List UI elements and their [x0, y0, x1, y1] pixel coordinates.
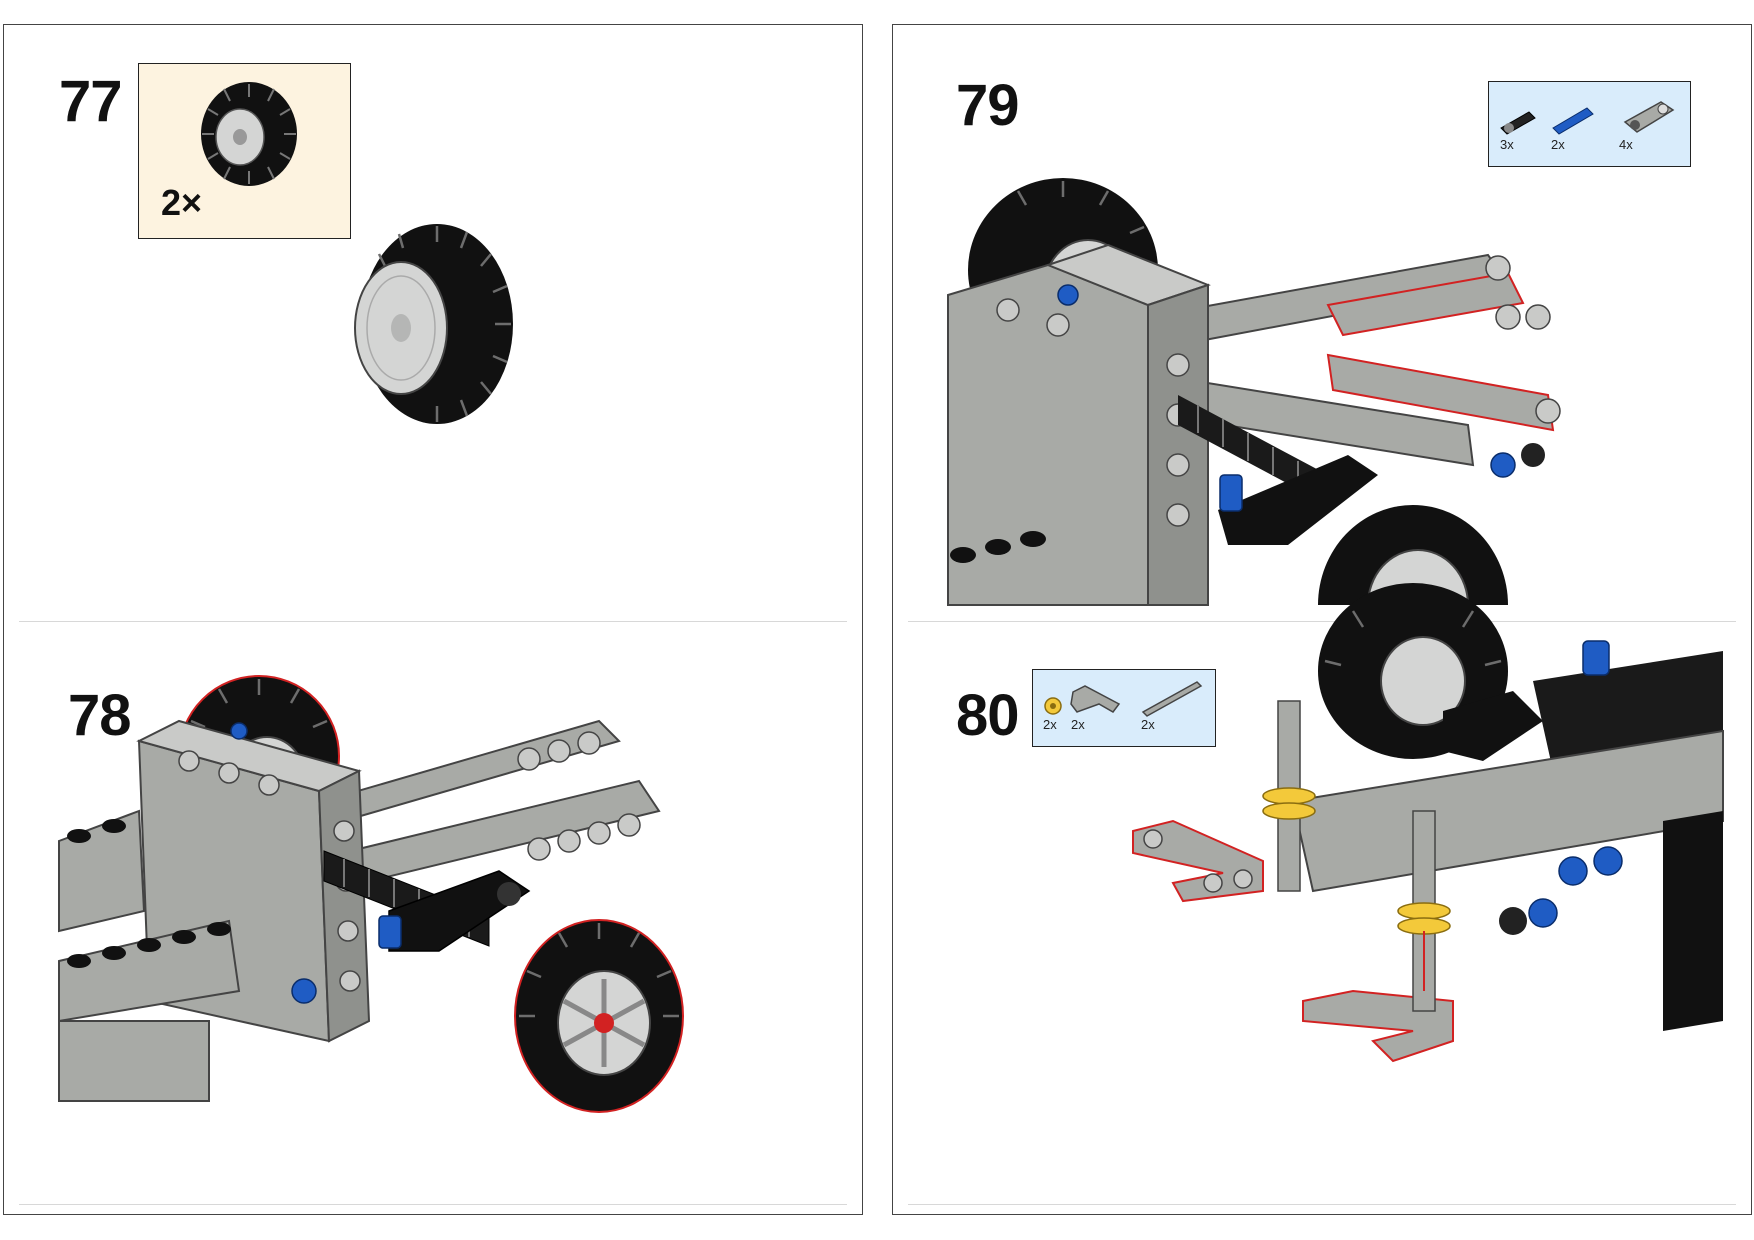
step-number: 78	[68, 683, 132, 748]
subassembly-quantity: 2×	[161, 182, 203, 223]
chassis-assembly	[58, 675, 684, 1113]
part-quantity: 4x	[1619, 137, 1633, 152]
axle-icon	[1141, 681, 1203, 717]
step-divider	[908, 621, 1736, 622]
parts-callout: 2x 2x 2x	[1032, 669, 1216, 747]
step-number: 79	[956, 73, 1020, 138]
step-number: 80	[956, 683, 1020, 748]
wheel-assembly	[354, 224, 513, 424]
tire-icon	[201, 82, 297, 186]
instruction-page-right: 79 3x 2x 4x	[892, 24, 1752, 1215]
axle-pin-connector-icon	[1623, 101, 1675, 133]
part-quantity: 2x	[1141, 717, 1155, 732]
bush-icon	[1044, 697, 1062, 715]
step-79: 79 3x 2x 4x	[893, 25, 1751, 620]
l-beam-icon	[1070, 685, 1121, 713]
instruction-page-left: 77 2×	[3, 24, 863, 1215]
step-78: 78	[4, 621, 862, 1216]
part-quantity: 2x	[1071, 717, 1085, 732]
subassembly-callout: 2×	[138, 63, 351, 239]
page-footer-line	[908, 1204, 1736, 1205]
part-quantity: 3x	[1500, 137, 1514, 152]
chassis-assembly	[947, 178, 1561, 606]
blue-axle-pin-icon	[1552, 107, 1594, 135]
step-number: 77	[59, 69, 123, 134]
part-quantity: 2x	[1043, 717, 1057, 732]
part-quantity: 2x	[1551, 137, 1565, 152]
page-footer-line	[19, 1204, 847, 1205]
step-77: 77 2×	[4, 25, 862, 620]
step-80: 80 2x 2x 2x	[893, 583, 1751, 1216]
step-divider	[19, 621, 847, 622]
steering-assembly	[1132, 583, 1724, 1063]
connector-pin-icon	[1500, 111, 1536, 135]
parts-callout: 3x 2x 4x	[1488, 81, 1691, 167]
